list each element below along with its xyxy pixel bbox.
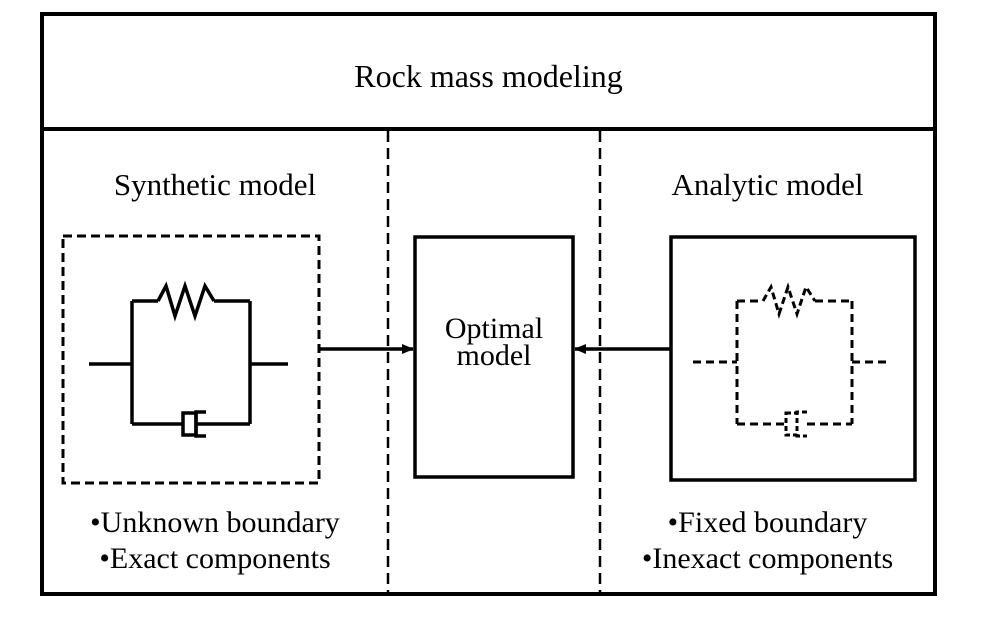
- synthetic-kelvin-element: [89, 280, 288, 438]
- optimal-label-line2: model: [456, 339, 532, 372]
- dashpot-icon: [784, 410, 807, 438]
- optimal-model-box: [413, 235, 575, 479]
- analytic-model-properties: •Fixed boundary •Inexact components: [600, 505, 935, 577]
- analytic-model-heading: Analytic model: [671, 167, 864, 202]
- synthetic-model-heading: Synthetic model: [113, 167, 317, 202]
- property-item: •Unknown boundary: [90, 506, 340, 539]
- property-item: •Exact components: [99, 542, 331, 575]
- diagram-title: Rock mass modeling: [354, 58, 623, 94]
- synthetic-model-box: [61, 234, 321, 485]
- analytic-model-box: [669, 235, 917, 482]
- spring-icon: [761, 282, 817, 319]
- property-item: •Fixed boundary: [667, 506, 868, 539]
- optimal-model-label: Optimal model: [415, 312, 573, 372]
- outer-frame: [40, 12, 937, 596]
- optimal-label-line1: Optimal: [444, 312, 544, 345]
- spring-icon: [156, 280, 216, 322]
- property-item: •Inexact components: [641, 542, 894, 575]
- synthetic-model-properties: •Unknown boundary •Exact components: [42, 505, 388, 577]
- analytic-kelvin-element: [693, 282, 890, 438]
